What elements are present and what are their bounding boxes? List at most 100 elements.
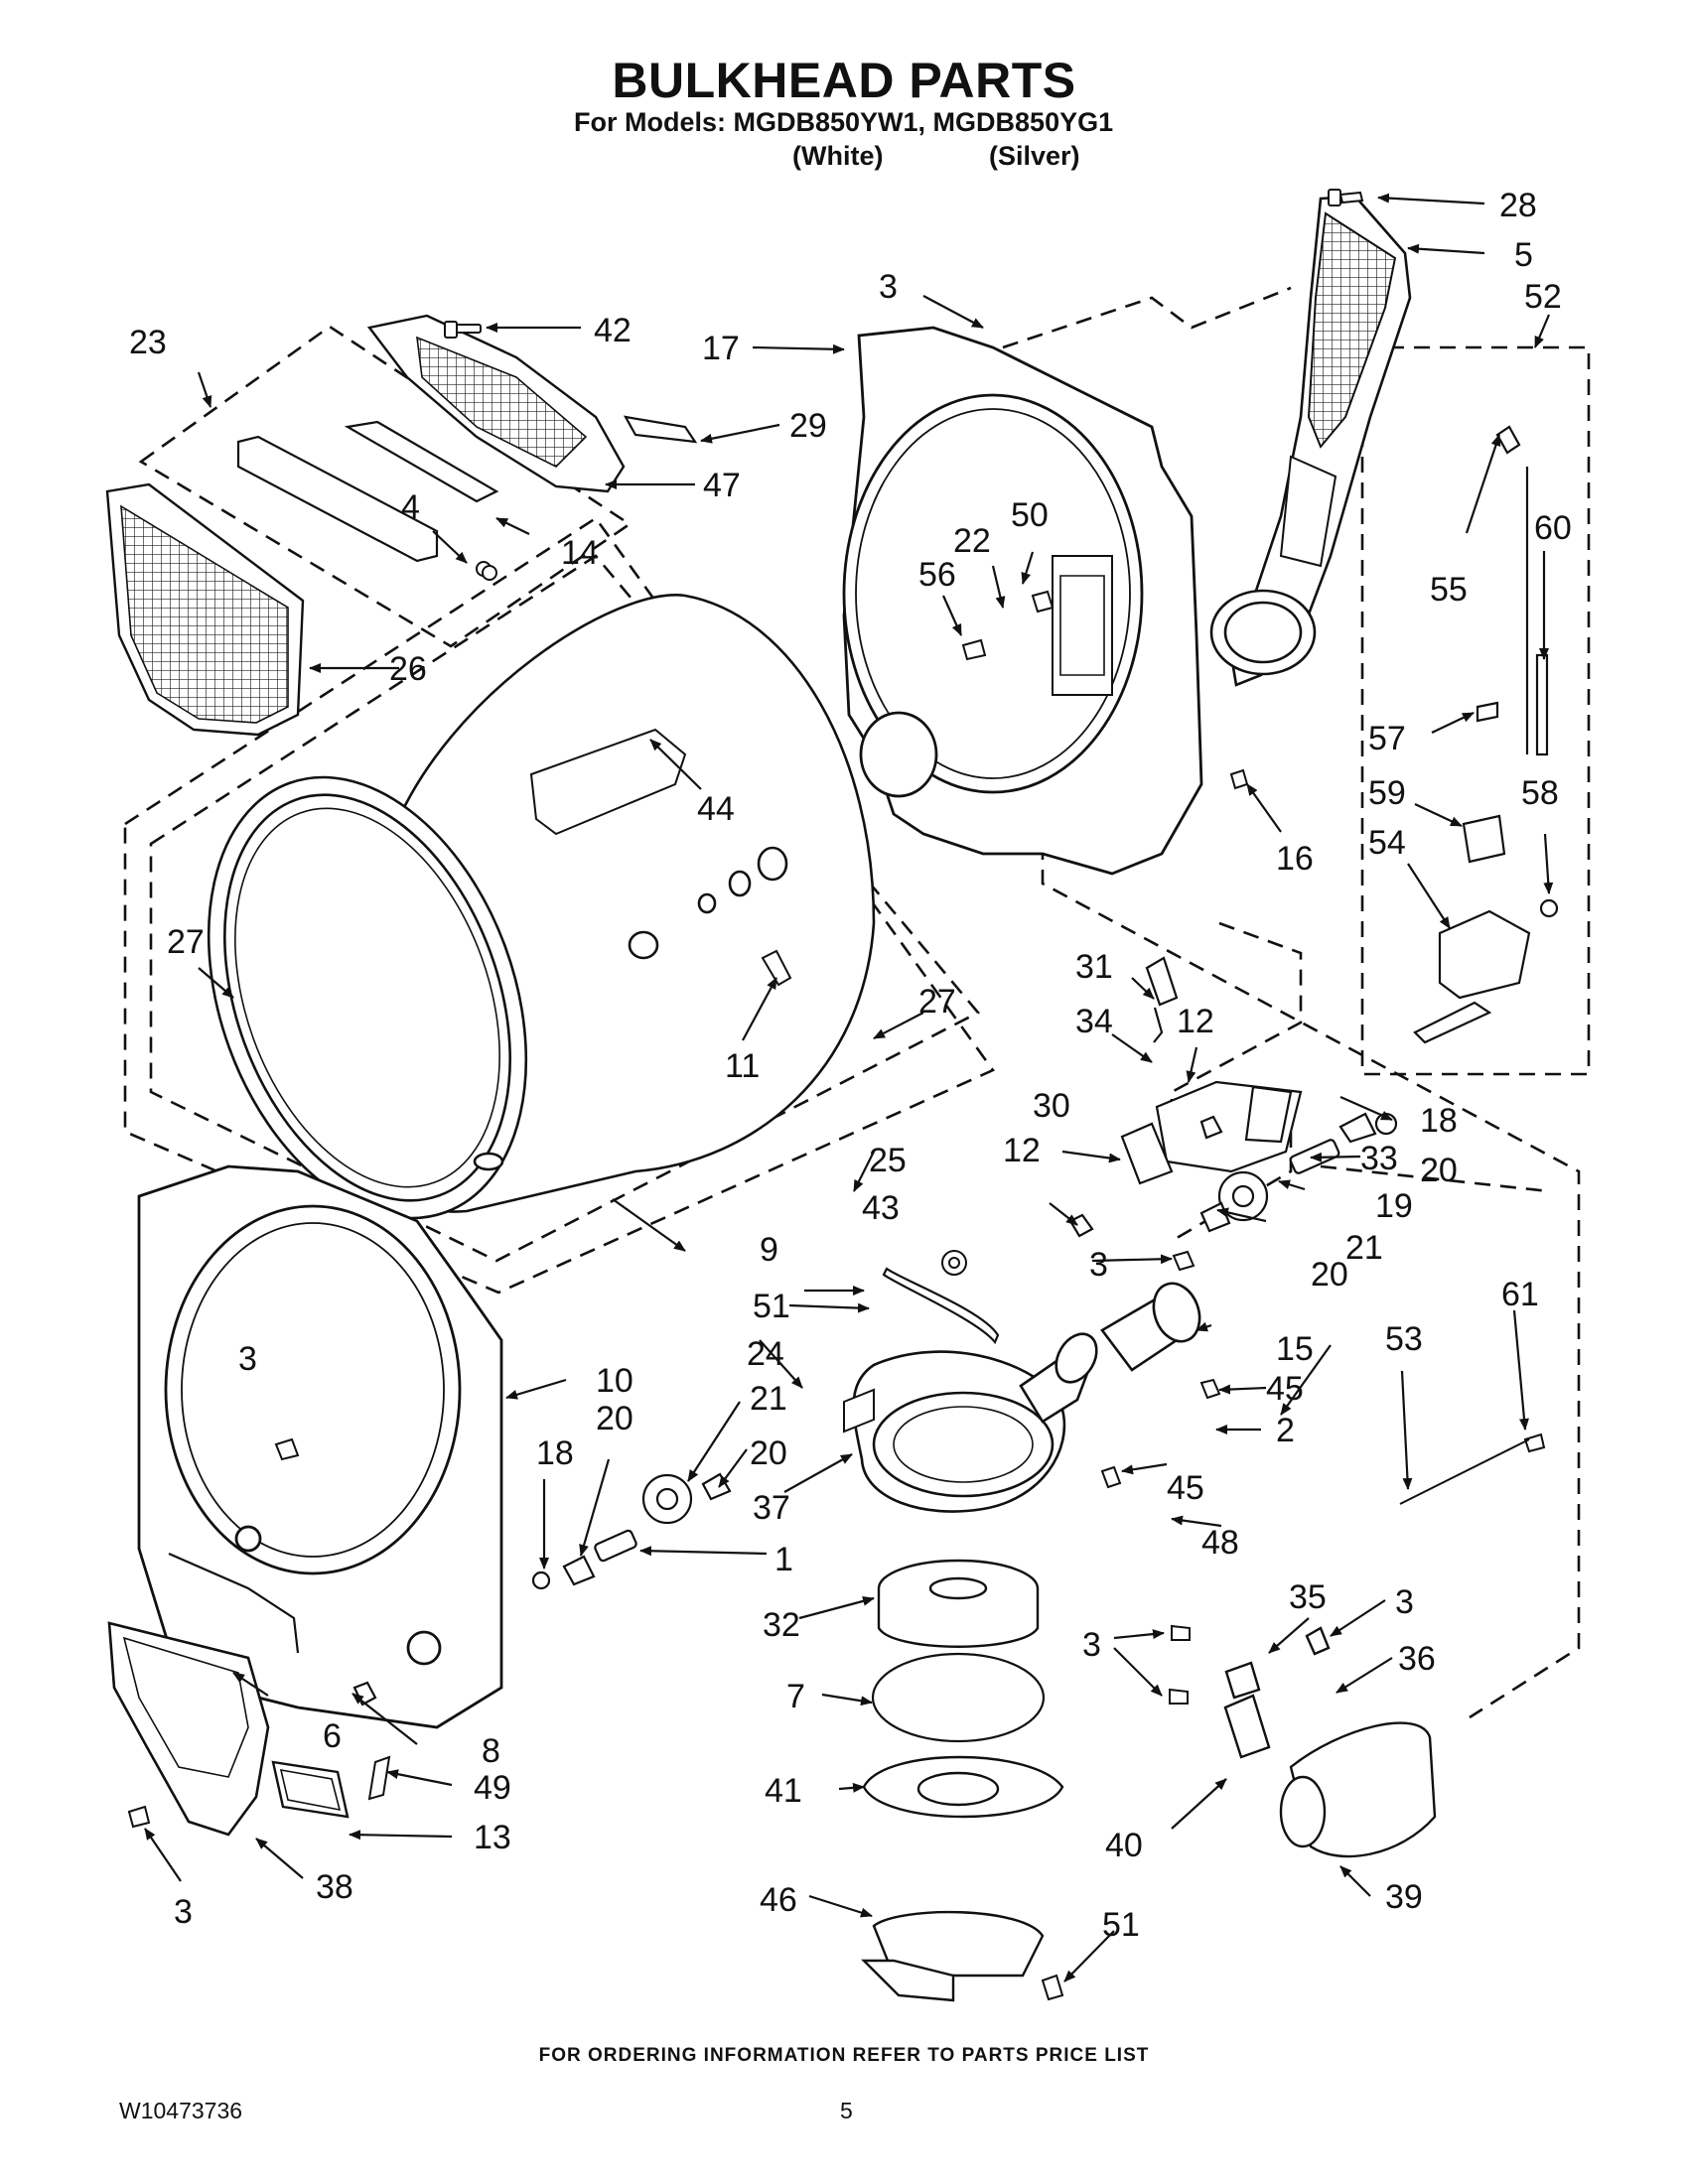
callout-3-top: 3 [879, 268, 898, 306]
drive-belt-9 [882, 1267, 1000, 1345]
cam-guide-line [1170, 921, 1303, 1161]
callout-54: 54 [1368, 824, 1406, 862]
callout-5: 5 [1514, 236, 1533, 274]
model-list: For Models: MGDB850YW1, MGDB850YG1 [574, 107, 1114, 137]
blower-wheel [877, 1559, 1040, 1648]
callout-13: 13 [474, 1819, 511, 1856]
callout-3-left: 3 [238, 1340, 257, 1378]
callout-51-bottom: 51 [1102, 1906, 1140, 1944]
bracket-24 [843, 1388, 875, 1433]
lint-duct-cover [236, 420, 499, 563]
callout-2: 2 [1276, 1412, 1295, 1449]
callout-39: 39 [1385, 1878, 1423, 1916]
seal-6 [168, 1552, 300, 1654]
page-title: BULKHEAD PARTS [612, 53, 1076, 108]
sensor-bracket [1068, 956, 1303, 1238]
callout-labels: 28 5 52 3 17 29 42 23 47 4 14 22 50 56 5… [129, 187, 1572, 1944]
gasket-13 [271, 1760, 350, 1819]
callout-11: 11 [725, 1047, 760, 1085]
seal-ring-7 [871, 1652, 1046, 1743]
ordering-note: FOR ORDERING INFORMATION REFER TO PARTS … [538, 2045, 1150, 2066]
callout-20-right-bottom: 20 [1311, 1256, 1348, 1294]
callout-36: 36 [1398, 1640, 1436, 1678]
callout-9: 9 [760, 1231, 778, 1269]
callout-30: 30 [1033, 1087, 1070, 1125]
callout-58: 58 [1521, 774, 1559, 812]
callout-50: 50 [1011, 496, 1049, 534]
callout-21-right: 21 [1345, 1229, 1383, 1267]
screw-11 [761, 949, 792, 987]
blower-assembly [852, 1282, 1201, 1513]
callout-27-left: 27 [167, 923, 205, 961]
callout-1: 1 [774, 1541, 793, 1578]
callout-3-right: 3 [1395, 1583, 1414, 1621]
callout-49: 49 [474, 1769, 511, 1807]
callout-12-top: 12 [1177, 1003, 1214, 1040]
callout-59: 59 [1368, 774, 1406, 812]
callout-20-right-top: 20 [1420, 1152, 1458, 1189]
callout-34: 34 [1075, 1003, 1113, 1040]
callout-31: 31 [1075, 948, 1113, 986]
callout-47: 47 [703, 467, 741, 504]
leader-arrows [144, 193, 1554, 1982]
callout-28: 28 [1499, 187, 1537, 224]
callout-45-bottom: 45 [1167, 1469, 1204, 1507]
callout-20-left: 20 [596, 1400, 633, 1437]
callout-32: 32 [763, 1606, 800, 1644]
idler-pulley-43 [941, 1250, 967, 1276]
document-number: W10473736 [119, 2098, 243, 2123]
callout-60: 60 [1534, 509, 1572, 547]
callout-33: 33 [1360, 1140, 1398, 1177]
variant-white-label: (White) [792, 141, 884, 171]
callout-61: 61 [1501, 1276, 1539, 1313]
callout-7: 7 [786, 1678, 805, 1715]
callout-27-right: 27 [918, 983, 956, 1021]
callout-51-top: 51 [753, 1288, 790, 1325]
callout-46: 46 [760, 1881, 797, 1919]
callout-42: 42 [594, 312, 632, 349]
burner-guide-line [1041, 844, 1581, 1719]
burner-assembly [1223, 1626, 1437, 1858]
gas-valve-kit [1413, 425, 1559, 1044]
callout-48: 48 [1201, 1524, 1239, 1562]
exhaust-duct-cover [1209, 195, 1412, 687]
callout-38: 38 [316, 1868, 353, 1906]
duct-seal [623, 415, 698, 444]
callout-43: 43 [862, 1189, 900, 1227]
dryer-duct-guide [1002, 286, 1292, 349]
callout-16: 16 [1276, 840, 1314, 878]
callout-10: 10 [596, 1362, 633, 1400]
callout-12-mid: 12 [1003, 1132, 1041, 1169]
front-bulkhead [137, 1164, 503, 1729]
callout-44: 44 [697, 790, 735, 828]
callout-24: 24 [747, 1335, 784, 1373]
callout-57: 57 [1368, 720, 1406, 757]
variant-silver-label: (Silver) [989, 141, 1080, 171]
drum [207, 594, 876, 1220]
callout-18-right: 18 [1420, 1102, 1458, 1140]
lint-screen-housing [366, 314, 626, 493]
belt-guide-line [1320, 1164, 1550, 1193]
spring-4 [476, 561, 497, 581]
misc-screws [127, 590, 1546, 2001]
callout-3-mid: 3 [1089, 1246, 1108, 1284]
rear-bulkhead [842, 326, 1203, 876]
blower-housing-cover-41 [862, 1755, 1064, 1819]
front-roller-assembly [531, 1472, 732, 1590]
callout-25: 25 [869, 1142, 907, 1179]
screw-28 [1328, 189, 1364, 206]
callout-14: 14 [561, 534, 599, 572]
callout-18-left: 18 [536, 1434, 574, 1472]
callout-53: 53 [1385, 1320, 1423, 1358]
callout-22: 22 [953, 522, 991, 560]
lint-screen [105, 482, 305, 737]
front-duct-38 [107, 1621, 270, 1837]
callout-21-left: 21 [750, 1380, 787, 1418]
callout-45-top: 45 [1266, 1370, 1304, 1408]
callout-15: 15 [1276, 1330, 1314, 1368]
callout-55: 55 [1430, 571, 1468, 609]
blower-housing-46 [861, 1910, 1045, 2002]
gas-valve-kit-outline [1360, 345, 1591, 1076]
callout-19: 19 [1375, 1187, 1413, 1225]
